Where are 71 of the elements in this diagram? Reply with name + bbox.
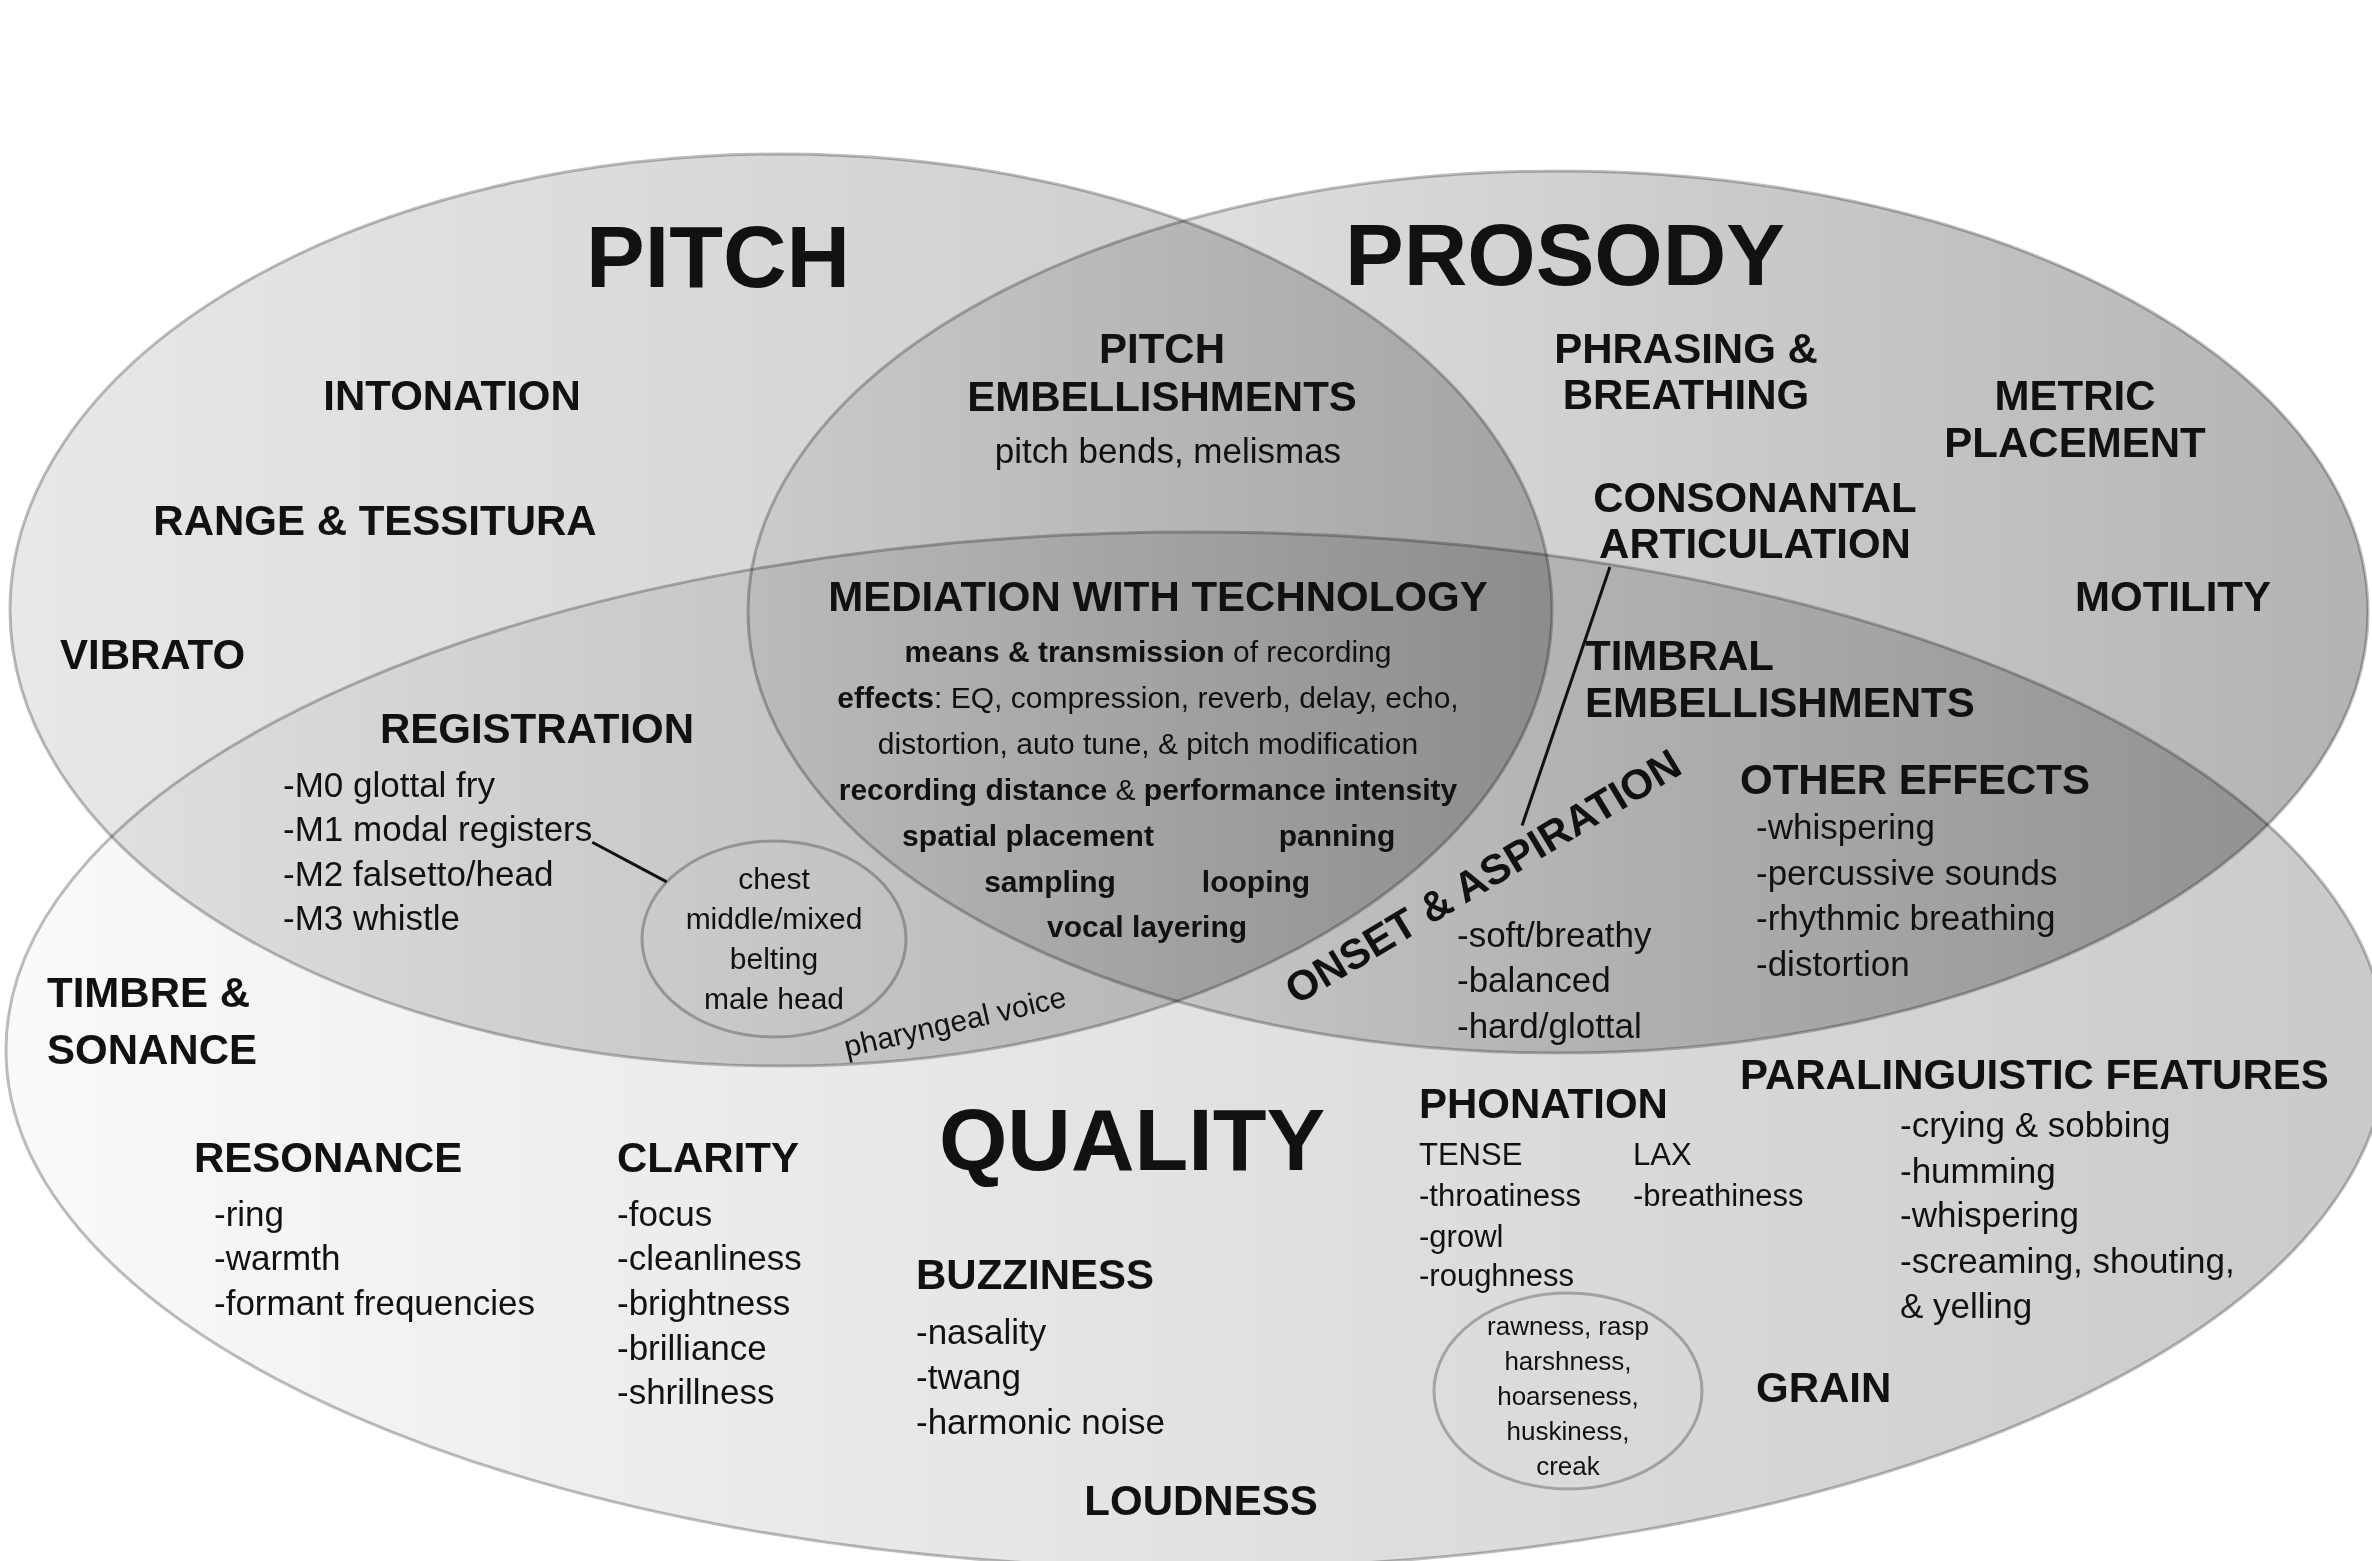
topic-heading: BUZZINESS xyxy=(916,1250,1154,1300)
topic-heading: METRIC PLACEMENT xyxy=(1943,371,2207,466)
list-item: -growl xyxy=(1419,1217,1504,1256)
list-item: -percussive sounds xyxy=(1756,852,2058,894)
list-item: -shrillness xyxy=(617,1371,775,1413)
topic-heading: PITCH EMBELLISHMENTS xyxy=(966,325,1358,421)
topic-heading: LOUDNESS xyxy=(1084,1476,1318,1526)
description-text: panning xyxy=(1278,818,1396,854)
description-text: pitch bends, melismas xyxy=(994,430,1342,472)
list-item: -screaming, shouting, & yelling xyxy=(1900,1239,2236,1327)
list-item: -distortion xyxy=(1756,943,1910,985)
topic-heading: TIMBRAL EMBELLISHMENTS xyxy=(1585,631,1976,726)
list-item: -cleanliness xyxy=(617,1237,802,1279)
list-item: -balanced xyxy=(1457,959,1611,1001)
topic-heading: RANGE & TESSITURA xyxy=(153,496,597,546)
topic-heading: MOTILITY xyxy=(2075,572,2271,622)
list-item: -humming xyxy=(1900,1150,2056,1192)
topic-heading: PHONATION xyxy=(1419,1079,1668,1129)
list-item: -hard/glottal xyxy=(1457,1005,1642,1047)
topic-heading: CLARITY xyxy=(617,1133,799,1183)
topic-heading: INTONATION xyxy=(323,371,581,421)
list-item: -roughness xyxy=(1419,1256,1575,1295)
description-text: sampling xyxy=(984,864,1116,900)
list-item: -whispering xyxy=(1900,1194,2079,1236)
description-text: spatial placement xyxy=(902,818,1154,854)
column-heading: TENSE xyxy=(1419,1135,1523,1174)
topic-heading: PHRASING & BREATHING xyxy=(1553,326,1819,418)
list-item: middle/mixed xyxy=(685,901,863,937)
description-text: means & transmission of recording xyxy=(904,634,1392,670)
note-text: rawness, rasp harshness, hoarseness, huskiness, creak xyxy=(1486,1309,1650,1483)
list-item: belting xyxy=(729,941,819,977)
list-item: -rhythmic breathing xyxy=(1756,897,2056,939)
description-text: recording distance & performance intensity xyxy=(838,772,1458,808)
list-item: -breathiness xyxy=(1633,1176,1804,1215)
list-item: -soft/breathy xyxy=(1457,914,1652,956)
list-item: chest xyxy=(738,861,810,897)
list-item: -ring xyxy=(214,1193,285,1235)
topic-heading: REGISTRATION xyxy=(379,704,695,754)
list-item: -crying & sobbing xyxy=(1900,1104,2171,1146)
list-item: -M0 glottal fry xyxy=(283,764,495,806)
list-item: -M3 whistle xyxy=(283,897,460,939)
list-item: -M1 modal registers xyxy=(283,807,593,851)
list-item: -harmonic noise xyxy=(916,1401,1165,1443)
description-text: looping xyxy=(1201,864,1311,900)
topic-heading: GRAIN xyxy=(1756,1363,1892,1413)
list-item: male head xyxy=(703,981,845,1017)
list-item: -warmth xyxy=(214,1237,341,1279)
topic-heading: CONSONANTAL ARTICULATION xyxy=(1592,475,1918,567)
leader-line xyxy=(591,840,668,884)
topic-heading: TIMBRE & SONANCE xyxy=(47,967,259,1075)
subgroup-ellipse xyxy=(1432,1291,1704,1491)
topic-heading: PARALINGUISTIC FEATURES xyxy=(1740,1050,2329,1100)
topic-heading: RESONANCE xyxy=(194,1133,463,1183)
column-heading: LAX xyxy=(1633,1135,1692,1174)
category-title: PROSODY xyxy=(1344,205,1786,305)
list-item: -formant frequencies xyxy=(214,1282,535,1324)
list-item: -focus xyxy=(617,1193,713,1235)
topic-heading: OTHER EFFECTS xyxy=(1740,755,2090,805)
category-title: QUALITY xyxy=(938,1090,1326,1190)
list-item: -brilliance xyxy=(617,1327,767,1369)
category-title: PITCH xyxy=(586,207,850,307)
leader-line xyxy=(1520,566,1612,826)
topic-heading: VIBRATO xyxy=(60,630,246,680)
list-item: -twang xyxy=(916,1356,1022,1398)
topic-heading: MEDIATION WITH TECHNOLOGY xyxy=(828,572,1488,622)
list-item: -nasality xyxy=(916,1311,1047,1353)
list-item: -whispering xyxy=(1756,806,1935,848)
list-item: -throatiness xyxy=(1419,1176,1581,1215)
list-item: -M2 falsetto/head xyxy=(283,853,554,895)
description-text: vocal layering xyxy=(1046,909,1248,945)
list-item: -brightness xyxy=(617,1282,791,1324)
